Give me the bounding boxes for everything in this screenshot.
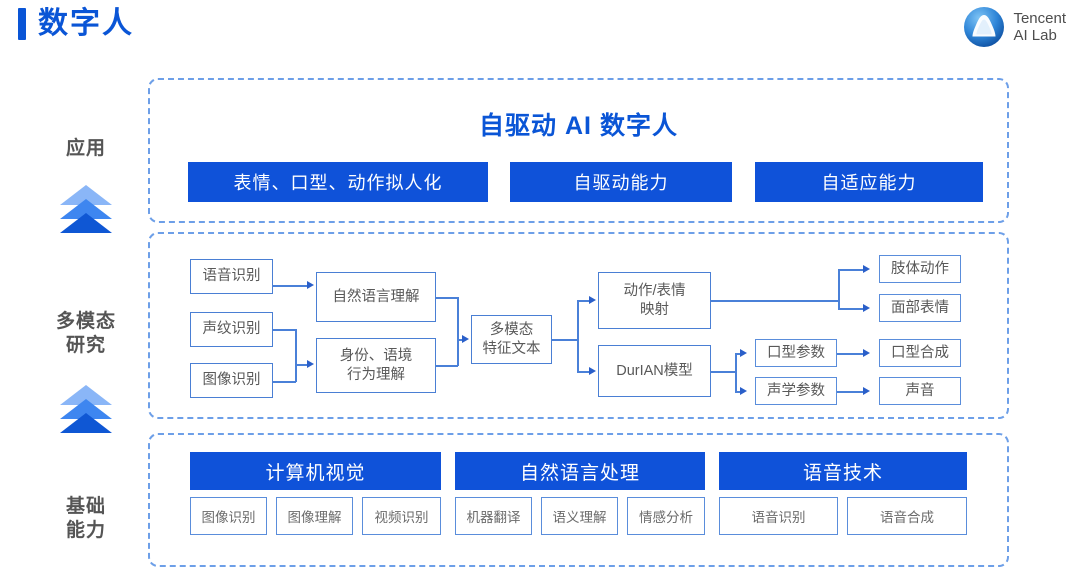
flow-node-motion-expression-mapping[interactable]: 动作/表情 映射 <box>598 272 711 329</box>
arrow-split-mapping <box>589 296 596 304</box>
chevron-up-icon <box>60 413 112 433</box>
connector-mapping-out <box>711 300 839 302</box>
foundation-item-speech-synthesis[interactable]: 语音合成 <box>847 497 967 535</box>
connector-mapping-body <box>838 269 864 271</box>
connector-split-mapping <box>577 300 591 302</box>
flow-node-identity-context[interactable]: 身份、语境 行为理解 <box>316 338 436 393</box>
connector-nlu-bus <box>436 297 458 299</box>
foundation-item-semantic-understanding[interactable]: 语义理解 <box>541 497 618 535</box>
flow-node-voice[interactable]: 声音 <box>879 377 961 405</box>
foundation-item-speech-recognition[interactable]: 语音识别 <box>719 497 838 535</box>
foundation-header-nlp[interactable]: 自然语言处理 <box>455 452 705 490</box>
tencent-ai-lab-logo: Tencent AI Lab <box>963 6 1066 48</box>
sidebar-item-multimodal-research: 多模态 研究 <box>36 310 136 358</box>
flow-node-acoustic-parameters[interactable]: 声学参数 <box>755 377 837 405</box>
chevron-group-lower <box>36 385 136 433</box>
foundation-item-video-recognition[interactable]: 视频识别 <box>362 497 441 535</box>
sidebar-item-foundation-capability: 基础 能力 <box>36 495 136 543</box>
connector-durian-split-vertical <box>735 353 737 391</box>
sidebar-label-application: 应用 <box>65 138 106 159</box>
flow-node-durian-model[interactable]: DurIAN模型 <box>598 345 711 397</box>
connector-split-vertical <box>577 300 579 372</box>
connector-merge-mmf <box>457 339 464 341</box>
arrow-asr-nlu <box>307 281 314 289</box>
foundation-panel: 计算机视觉 图像识别 图像理解 视频识别 自然语言处理 机器翻译 语义理解 情感… <box>148 433 1009 567</box>
arrow-split-durian <box>589 367 596 375</box>
flow-node-mapping-line2: 映射 <box>640 301 669 318</box>
sidebar-label-foundation-line2: 能力 <box>65 520 106 541</box>
flow-node-image-recognition[interactable]: 图像识别 <box>190 363 273 398</box>
chevron-up-icon <box>60 213 112 233</box>
sidebar-item-application: 应用 <box>36 137 136 161</box>
arrow-mapping-face <box>863 304 870 312</box>
connector-mmf-split <box>552 339 578 341</box>
app-button-self-driving[interactable]: 自驱动能力 <box>510 162 732 202</box>
connector-merge-vertical <box>457 297 459 366</box>
flow-node-mapping-line1: 动作/表情 <box>623 282 686 299</box>
connector-ctx-bus <box>436 365 458 367</box>
tencent-logo-icon <box>963 6 1005 48</box>
foundation-item-image-recognition[interactable]: 图像识别 <box>190 497 267 535</box>
title-accent-bar <box>18 8 26 40</box>
flow-node-identity-context-line1: 身份、语境 <box>339 347 413 364</box>
flow-node-identity-context-line2: 行为理解 <box>347 366 405 383</box>
flow-node-lip-parameters[interactable]: 口型参数 <box>755 339 837 367</box>
logo-line-1: Tencent <box>1013 10 1066 27</box>
foundation-item-machine-translation[interactable]: 机器翻译 <box>455 497 532 535</box>
flow-node-speech-recognition[interactable]: 语音识别 <box>190 259 273 294</box>
sidebar-label-foundation-line1: 基础 <box>65 496 106 517</box>
sidebar-label-multimodal-line1: 多模态 <box>55 311 116 332</box>
flow-node-multimodal-line2: 特征文本 <box>482 340 541 357</box>
arrow-durian-acoustic <box>740 387 747 395</box>
flow-node-multimodal-line1: 多模态 <box>489 321 534 338</box>
connector-lipparam-lipsynth <box>837 353 865 355</box>
research-panel: 语音识别 声纹识别 图像识别 自然语言理解 身份、语境 行为理解 多模态 特征文… <box>148 232 1009 419</box>
connector-asr-nlu <box>273 285 309 287</box>
flow-node-facial-expression[interactable]: 面部表情 <box>879 294 961 322</box>
connector-bus-vertical <box>295 329 297 382</box>
connector-durian-lip <box>735 353 741 355</box>
flow-node-lip-synthesis[interactable]: 口型合成 <box>879 339 961 367</box>
connector-split-durian <box>577 371 591 373</box>
logo-line-2: AI Lab <box>1013 27 1057 44</box>
flow-node-body-motion[interactable]: 肢体动作 <box>879 255 961 283</box>
arrow-bus-ctx <box>307 360 314 368</box>
connector-img-bus <box>273 381 296 383</box>
connector-mapping-face <box>838 308 864 310</box>
foundation-item-image-understanding[interactable]: 图像理解 <box>276 497 353 535</box>
application-panel-title: 自驱动 AI 数字人 <box>479 112 678 140</box>
arrow-acoustic-voice <box>863 387 870 395</box>
app-button-anthropomorphic[interactable]: 表情、口型、动作拟人化 <box>188 162 488 202</box>
flow-node-voiceprint-recognition[interactable]: 声纹识别 <box>190 312 273 347</box>
connector-bus-ctx <box>295 364 309 366</box>
flow-node-multimodal-feature-text[interactable]: 多模态 特征文本 <box>471 315 552 364</box>
arrow-mapping-body <box>863 265 870 273</box>
connector-durian-acoustic <box>735 391 741 393</box>
sidebar-label-multimodal-line2: 研究 <box>65 335 106 356</box>
foundation-header-speech-technology[interactable]: 语音技术 <box>719 452 967 490</box>
arrow-durian-lip <box>740 349 747 357</box>
page-title-text: 数字人 <box>38 7 134 40</box>
flow-node-nlu[interactable]: 自然语言理解 <box>316 272 436 322</box>
page-title: 数字人 <box>18 8 134 40</box>
connector-acoustic-voice <box>837 391 865 393</box>
foundation-header-computer-vision[interactable]: 计算机视觉 <box>190 452 441 490</box>
app-button-adaptive[interactable]: 自适应能力 <box>755 162 983 202</box>
application-panel: 自驱动 AI 数字人 表情、口型、动作拟人化 自驱动能力 自适应能力 <box>148 78 1009 223</box>
logo-wordmark: Tencent AI Lab <box>1013 10 1066 44</box>
connector-mapping-split-vertical <box>838 269 840 309</box>
connector-durian-split <box>711 371 736 373</box>
chevron-group-upper <box>36 185 136 233</box>
connector-vpr-bus <box>273 329 296 331</box>
foundation-item-sentiment-analysis[interactable]: 情感分析 <box>627 497 705 535</box>
arrow-merge-mmf <box>462 335 469 343</box>
arrow-lipparam-lipsynth <box>863 349 870 357</box>
